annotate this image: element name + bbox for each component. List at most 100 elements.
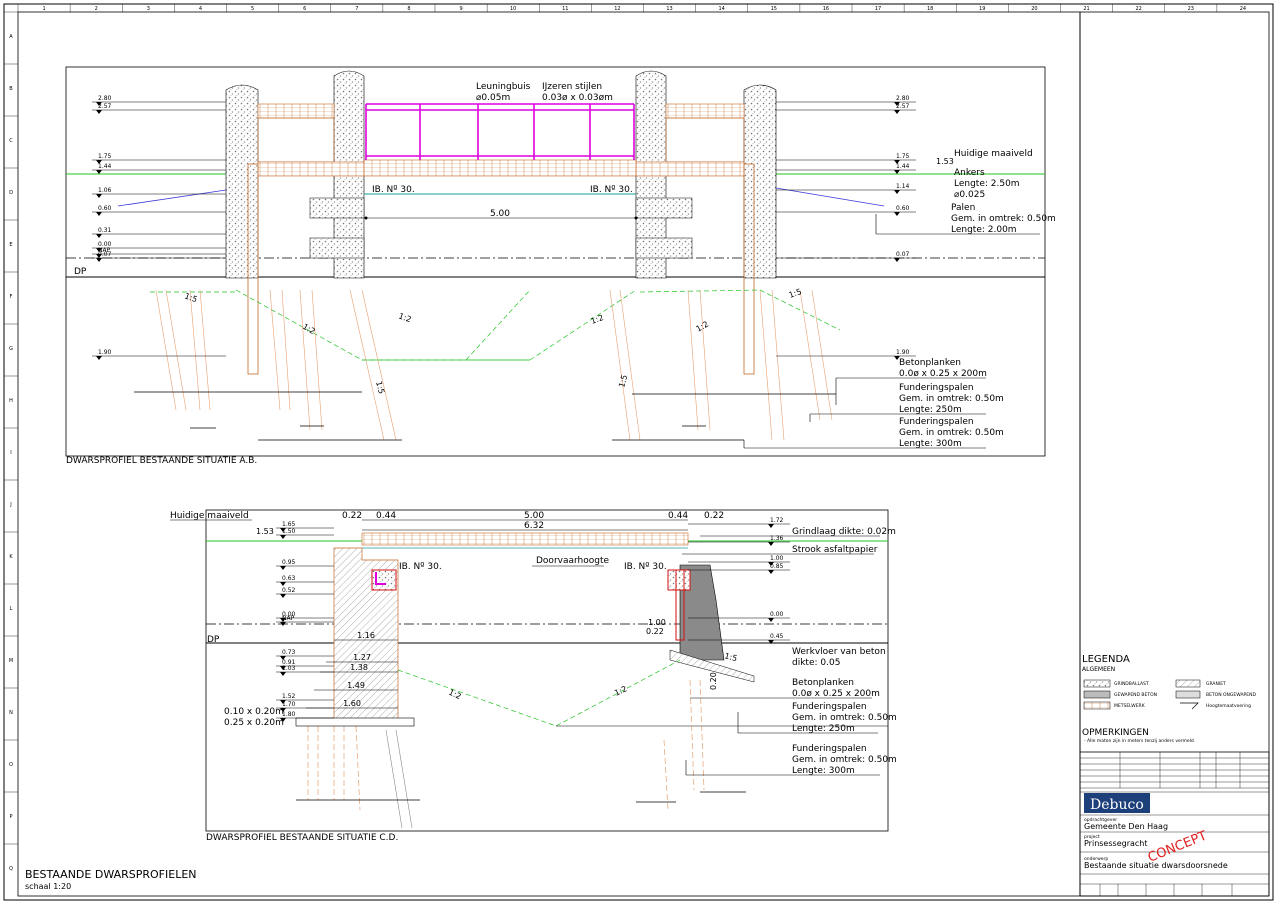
fp1-dim-ab: Gem. in omtrek: 0.50m bbox=[899, 394, 1004, 404]
beam-left-ab: IB. Nº 30. bbox=[372, 185, 415, 195]
rail-label: Leuningbuis bbox=[476, 82, 531, 92]
legend-item-4: BETON ONGEWAPEND bbox=[1206, 692, 1256, 698]
right-dim-1: 1.00 bbox=[648, 618, 666, 627]
slope-ab-7: 1:5 bbox=[374, 380, 386, 395]
legend-sub: ALGEMEEN bbox=[1082, 666, 1115, 673]
legend-item-2: GRANIET bbox=[1206, 681, 1226, 687]
planks-dim-cd: 0.0ø x 0.25 x 200m bbox=[792, 689, 880, 699]
fp2-len-ab: Lengte: 300m bbox=[899, 439, 962, 449]
level-label: 2.80 bbox=[896, 95, 910, 102]
anchors-len: Lengte: 2.50m bbox=[954, 179, 1020, 189]
title-block: Debuco opdrachtgever Gemeente Den Haag p… bbox=[1079, 751, 1270, 897]
foundation-piles-ab bbox=[155, 289, 833, 441]
clearance: Doorvaarhoogte bbox=[536, 556, 610, 566]
profile-cd: 1.161.271.381.491.60 1.651.500.950.630.5… bbox=[170, 509, 897, 832]
level-label: 0.45 bbox=[770, 633, 784, 640]
deck-cd bbox=[361, 532, 689, 546]
grid-row-label: O bbox=[9, 762, 13, 768]
planks-title-cd: Betonplanken bbox=[792, 678, 854, 688]
grid-col-label: 17 bbox=[875, 6, 881, 12]
slope-ab-4: 1:2 bbox=[590, 313, 605, 326]
posts-label: IJzeren stijlen bbox=[542, 82, 602, 92]
grid-row-label: P bbox=[9, 814, 12, 820]
profile-ab-frame bbox=[65, 66, 1046, 457]
legend-item-1: GRINDBALLAST bbox=[1114, 681, 1149, 687]
project-label: project bbox=[1084, 834, 1100, 840]
grid-col-label: 19 bbox=[979, 6, 985, 12]
level-label: 1.14 bbox=[896, 183, 910, 190]
fp1-title-ab: Funderingspalen bbox=[899, 383, 974, 393]
drawing-name: Bestaande situatie dwarsdoorsnede bbox=[1084, 861, 1228, 870]
level-label: 1.36 bbox=[770, 535, 784, 542]
fp2-title-cd: Funderingspalen bbox=[792, 744, 867, 754]
anchors-title: Ankers bbox=[954, 168, 985, 178]
level-label: NAP bbox=[282, 615, 295, 622]
level-label: 0.31 bbox=[98, 227, 112, 234]
level-label: 0.95 bbox=[282, 559, 296, 566]
grid-row-label: Q bbox=[9, 866, 13, 872]
fp2-title-ab: Funderingspalen bbox=[899, 417, 974, 427]
datum-cd: DP bbox=[207, 635, 220, 645]
beam-right-cd: IB. Nº 30. bbox=[624, 562, 667, 572]
grid-row-label: J bbox=[9, 502, 11, 508]
sheet-title: BESTAANDE DWARSPROFIELEN bbox=[25, 868, 197, 881]
span-ab: 5.00 bbox=[490, 209, 510, 219]
grid-col-label: 23 bbox=[1188, 6, 1194, 12]
grid-col-label: 16 bbox=[823, 6, 829, 12]
width-label: 1.38 bbox=[350, 663, 368, 672]
level-label: 1.03 bbox=[282, 665, 296, 672]
width-label: 1.49 bbox=[347, 681, 365, 690]
level-label: 0.60 bbox=[896, 205, 910, 212]
anchors-dim: ⌀0.025 bbox=[954, 190, 985, 200]
fp2-dim-ab: Gem. in omtrek: 0.50m bbox=[899, 428, 1004, 438]
grid-row-label: K bbox=[9, 554, 13, 560]
level-label: 0.63 bbox=[282, 575, 296, 582]
levels-right-cd: 1.721.361.000.850.000.45 bbox=[688, 517, 790, 644]
beam-left-cd: IB. Nº 30. bbox=[399, 562, 442, 572]
planks-title-ab: Betonplanken bbox=[899, 358, 961, 368]
grid-row-label: M bbox=[9, 658, 13, 664]
level-label: 1.52 bbox=[282, 693, 296, 700]
fp1-title-cd: Funderingspalen bbox=[792, 702, 867, 712]
level-label: 0.91 bbox=[282, 659, 296, 666]
grid-col-label: 15 bbox=[771, 6, 777, 12]
grid-col-label: 11 bbox=[562, 6, 568, 12]
grid-row-label: L bbox=[10, 606, 13, 612]
level-label: 0.00 bbox=[98, 241, 112, 248]
section-b: 0.25 x 0.20m bbox=[224, 718, 284, 728]
level-label: 0.00 bbox=[282, 611, 296, 618]
width-label: 1.27 bbox=[353, 653, 371, 662]
remarks-text: - Alle maten zijn in meters tenzij ander… bbox=[1084, 738, 1195, 744]
asphalt: Strook asfaltpapier bbox=[792, 545, 878, 555]
grid-row-label: I bbox=[10, 450, 11, 456]
grid-row-label: C bbox=[9, 138, 13, 144]
level-label: 1.50 bbox=[282, 528, 296, 535]
profile-ab: 5.00 2.802.571.751.441.060.600.310.00NAP… bbox=[65, 66, 1056, 457]
level-label: 1.06 bbox=[98, 187, 112, 194]
level-label: 1.72 bbox=[770, 517, 784, 524]
level-label: 1.90 bbox=[98, 349, 112, 356]
fp1-dim-cd: Gem. in omtrek: 0.50m bbox=[792, 713, 897, 723]
project: Prinsessegracht bbox=[1084, 839, 1148, 848]
posts-dim: 0.03ø x 0.03øm bbox=[542, 93, 613, 103]
deck-ab bbox=[363, 159, 637, 177]
grid-col-label: 20 bbox=[1031, 6, 1037, 12]
slope-ab-6: 1:5 bbox=[788, 287, 803, 300]
grid-row-label: A bbox=[9, 34, 13, 40]
dim-top-2: 0.44 bbox=[376, 511, 396, 521]
grid-col-label: 10 bbox=[510, 6, 516, 12]
section-a: 0.10 x 0.20m bbox=[224, 707, 284, 717]
width-label: 1.60 bbox=[343, 699, 361, 708]
slope-ab-3: 1:2 bbox=[397, 311, 412, 324]
dim-top-3: 5.00 bbox=[524, 511, 544, 521]
grid-row-label: D bbox=[9, 190, 13, 196]
slope-ab-8: 1:5 bbox=[617, 374, 629, 389]
level-label: 2.57 bbox=[896, 103, 910, 110]
levels-left-ab: 2.802.571.751.441.060.600.310.00NAP0.071… bbox=[92, 95, 226, 360]
level-label: 0.52 bbox=[282, 587, 296, 594]
abutment-right-outer bbox=[743, 84, 777, 279]
level-label: 0.85 bbox=[770, 563, 784, 570]
remarks-title: OPMERKINGEN bbox=[1082, 728, 1149, 738]
